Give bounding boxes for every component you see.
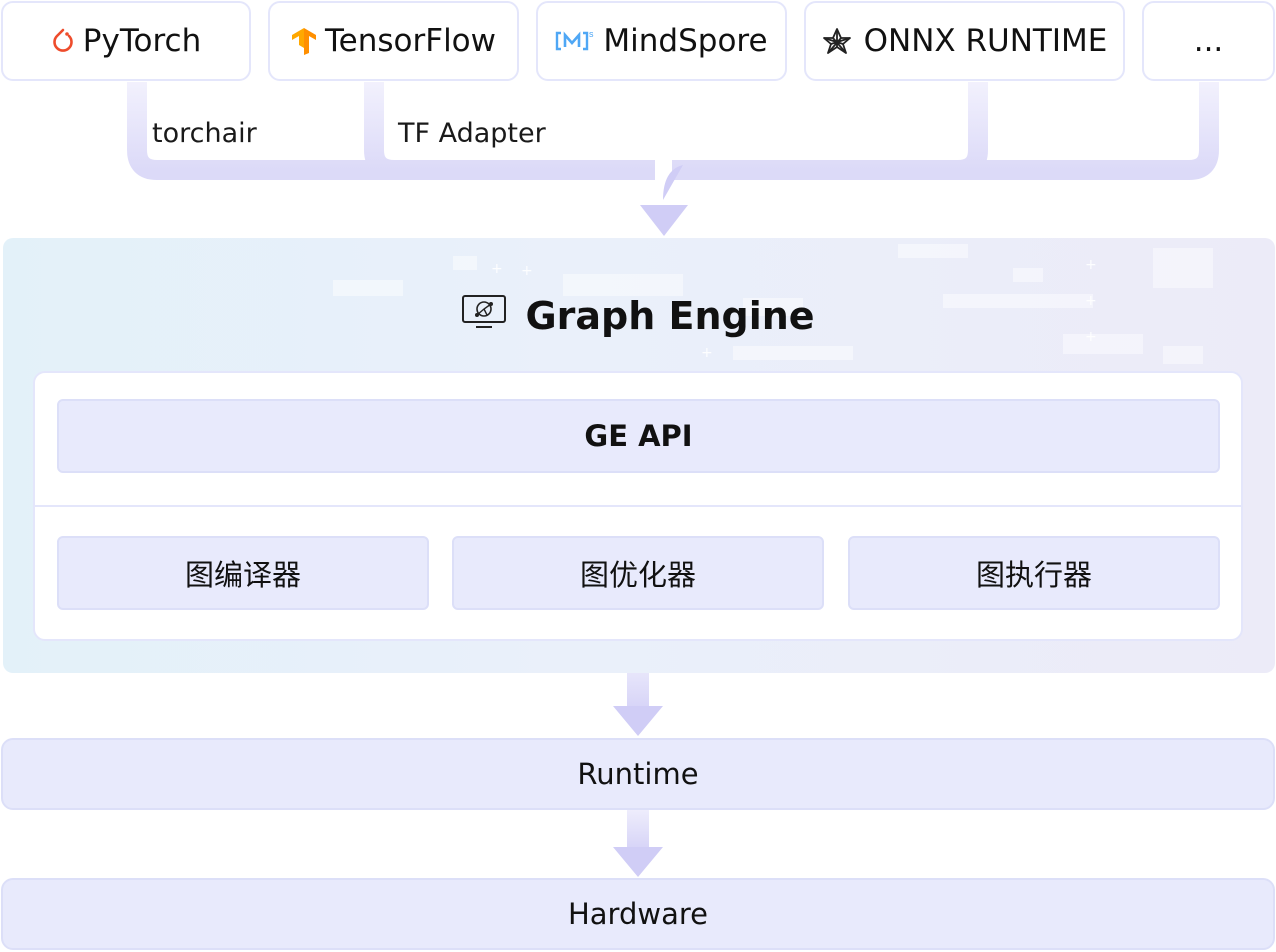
arrow-to-hardware [613,847,663,877]
tensorflow-logo-icon [291,27,317,55]
graph-engine-monitor-icon [461,294,507,339]
framework-tensorflow: TensorFlow [268,1,519,81]
adapter-label-torchair: torchair [152,118,257,149]
connector-onnx [672,82,988,180]
graph-compiler-block: 图编译器 [57,536,429,610]
framework-label: ... [1193,23,1224,59]
framework-label: MindSpore [603,23,768,59]
connector-tensorflow [364,82,655,180]
graph-optimizer-block: 图优化器 [452,536,824,610]
arrow-to-graph-engine [640,165,688,236]
svg-text:s: s [589,29,594,39]
arrow-to-runtime [613,706,663,736]
onnx-runtime-logo-icon [822,26,852,56]
runtime-layer: Runtime [1,738,1275,810]
framework-pytorch: PyTorch [1,1,251,81]
framework-label: TensorFlow [324,23,496,59]
graph-engine-title: Graph Engine [525,294,815,338]
framework-more: ... [1142,1,1275,81]
graph-engine-header: Graph Engine [0,292,1276,340]
mindspore-logo-icon: s [555,28,595,54]
framework-onnx-runtime: ONNX RUNTIME [804,1,1125,81]
framework-mindspore: s MindSpore [536,1,787,81]
adapter-label-tf-adapter: TF Adapter [398,118,546,149]
graph-executor-block: 图执行器 [848,536,1220,610]
graph-engine-divider [35,505,1241,507]
connector-runtime-hardware [627,810,649,850]
framework-label: PyTorch [82,23,202,59]
hardware-layer: Hardware [1,878,1275,950]
pytorch-flame-icon [51,28,75,54]
ge-api-block: GE API [57,399,1220,473]
connector-more [672,82,1219,180]
framework-label: ONNX RUNTIME [863,23,1108,59]
connector-pytorch [127,82,655,180]
